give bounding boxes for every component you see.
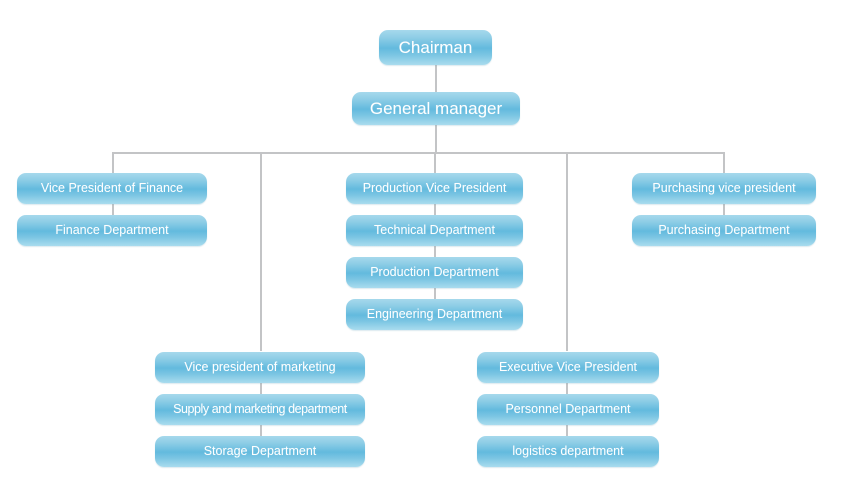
connector-marketing-head-to-dept1 bbox=[260, 383, 262, 394]
connector-marketing-dept1-to-dept2 bbox=[260, 425, 262, 436]
node-general-manager[interactable]: General manager bbox=[352, 92, 520, 125]
node-production-vice-president[interactable]: Production Vice President bbox=[346, 173, 523, 204]
node-chairman[interactable]: Chairman bbox=[379, 30, 492, 65]
node-executive-vice-president[interactable]: Executive Vice President bbox=[477, 352, 659, 383]
node-purchasing-vice-president[interactable]: Purchasing vice president bbox=[632, 173, 816, 204]
connector-purchasing-head-to-dept1 bbox=[723, 204, 725, 215]
connector-finance-head-to-dept1 bbox=[112, 204, 114, 215]
connector-bus-to-marketing bbox=[260, 152, 262, 351]
node-logistics-department[interactable]: logistics department bbox=[477, 436, 659, 467]
node-technical-department[interactable]: Technical Department bbox=[346, 215, 523, 246]
node-purchasing-department[interactable]: Purchasing Department bbox=[632, 215, 816, 246]
node-production-department[interactable]: Production Department bbox=[346, 257, 523, 288]
connector-production-dept1-to-dept2 bbox=[434, 246, 436, 257]
connector-horizontal-bus bbox=[112, 152, 725, 154]
connector-bus-to-executive bbox=[566, 152, 568, 351]
node-vice-president-of-marketing[interactable]: Vice president of marketing bbox=[155, 352, 365, 383]
connector-executive-dept1-to-dept2 bbox=[566, 425, 568, 436]
node-vice-president-of-finance[interactable]: Vice President of Finance bbox=[17, 173, 207, 204]
node-finance-department[interactable]: Finance Department bbox=[17, 215, 207, 246]
connector-chairman-to-general-manager bbox=[435, 65, 437, 93]
connector-general-manager-to-bus bbox=[435, 125, 437, 153]
node-storage-department[interactable]: Storage Department bbox=[155, 436, 365, 467]
connector-production-head-to-dept1 bbox=[434, 204, 436, 215]
connector-executive-head-to-dept1 bbox=[566, 383, 568, 394]
connector-bus-to-finance bbox=[112, 152, 114, 173]
node-personnel-department[interactable]: Personnel Department bbox=[477, 394, 659, 425]
connector-production-dept2-to-dept3 bbox=[434, 288, 436, 299]
connector-bus-to-production bbox=[434, 152, 436, 173]
connector-bus-to-purchasing bbox=[723, 152, 725, 173]
node-engineering-department[interactable]: Engineering Department bbox=[346, 299, 523, 330]
node-supply-and-marketing-department[interactable]: Supply and marketing department bbox=[155, 394, 365, 425]
